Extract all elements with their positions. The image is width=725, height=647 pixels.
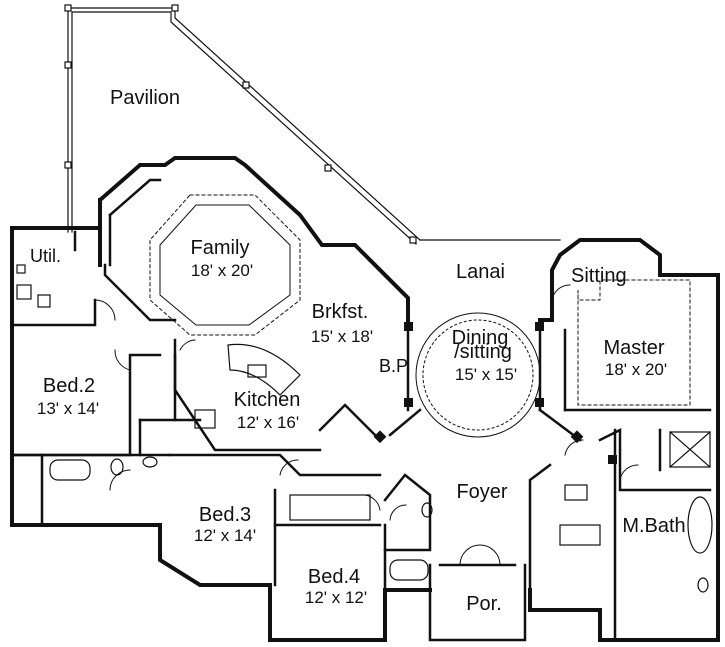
door-swings <box>94 284 639 566</box>
room-label-mbath: M.Bath <box>622 515 686 537</box>
room-label-dining-sitting: /sitting <box>454 341 512 363</box>
room-label-util: Util. <box>30 246 61 266</box>
room-label-lanai: Lanai <box>456 261 505 283</box>
fixtures <box>16 264 713 593</box>
room-size-dining: 15' x 15' <box>454 365 518 384</box>
pavilion-outline <box>64 4 561 245</box>
room-label-porch: Por. <box>466 593 502 615</box>
room-label-family: Family <box>190 237 250 259</box>
room-size-bed4: 12' x 12' <box>304 588 368 607</box>
room-label-master: Master <box>603 337 665 359</box>
room-size-family: 18' x 20' <box>190 261 254 280</box>
ceiling-octagons <box>149 194 691 438</box>
room-size-master: 18' x 20' <box>604 360 668 379</box>
room-size-kitchen: 12' x 16' <box>236 413 300 432</box>
room-label-kitchen: Kitchen <box>233 389 301 411</box>
room-size-bed3: 12' x 14' <box>193 526 257 545</box>
room-label-foyer: Foyer <box>456 481 508 503</box>
room-size-brkfst: 15' x 18' <box>310 327 374 346</box>
room-label-bed3: Bed.3 <box>198 504 252 526</box>
exterior-walls <box>10 156 720 642</box>
room-label-bed2: Bed.2 <box>42 375 96 397</box>
room-size-bed2: 13' x 14' <box>36 399 100 418</box>
room-label-pavilion: Pavilion <box>110 87 181 109</box>
room-label-sitting: Sitting <box>571 265 627 287</box>
room-label-dining: Dining <box>451 327 509 349</box>
room-label-bed4: Bed.4 <box>307 566 361 588</box>
room-label-brkfst: Brkfst. <box>311 301 369 323</box>
room-label-bp: B.P. <box>379 356 411 376</box>
